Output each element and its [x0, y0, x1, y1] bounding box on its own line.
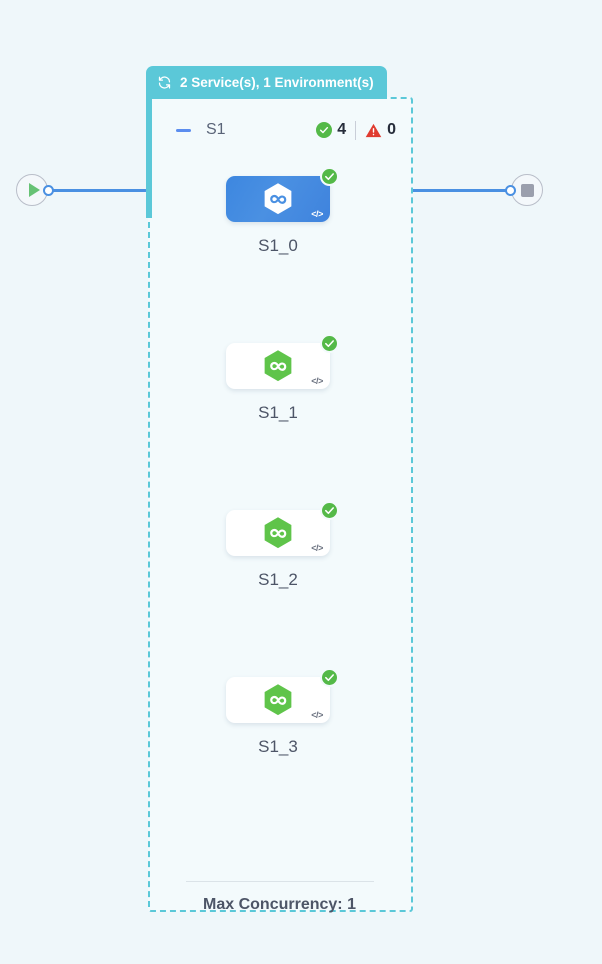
hexagon-infinity-icon	[261, 683, 295, 717]
start-node-output-port[interactable]	[43, 185, 54, 196]
edge-group-to-end[interactable]	[410, 189, 511, 192]
check-circle-icon	[320, 501, 339, 520]
error-counter: 0	[365, 121, 396, 139]
node-label: S1_3	[258, 737, 298, 756]
code-icon[interactable]: </>	[311, 710, 323, 720]
node-s1-2[interactable]: </> S1_2	[226, 501, 339, 590]
group-title-row: S1 4	[174, 116, 396, 144]
stop-icon	[520, 183, 534, 197]
node-s1-0[interactable]: </> S1_0	[226, 167, 339, 256]
check-circle-icon	[320, 668, 339, 687]
group-header[interactable]: 2 Service(s), 1 Environment(s)	[146, 66, 387, 99]
minus-icon[interactable]	[174, 121, 192, 139]
check-circle-icon	[320, 334, 339, 353]
group-header-label: 2 Service(s), 1 Environment(s)	[180, 75, 374, 90]
counter-divider	[355, 120, 357, 140]
group-boundary	[148, 97, 413, 912]
node-card[interactable]: </>	[226, 167, 339, 222]
edge-start-to-group[interactable]	[47, 189, 147, 192]
footer-divider	[186, 881, 374, 882]
code-icon[interactable]: </>	[311, 209, 323, 219]
end-node[interactable]	[511, 174, 543, 206]
start-node[interactable]	[16, 174, 48, 206]
group-title: S1	[206, 121, 226, 138]
error-count: 0	[387, 121, 396, 138]
success-counter: 4	[316, 121, 346, 139]
hexagon-infinity-icon	[261, 349, 295, 383]
group-counters: 4 0	[316, 120, 396, 140]
node-label: S1_2	[258, 570, 298, 589]
end-node-input-port[interactable]	[505, 185, 516, 196]
hexagon-infinity-icon	[261, 182, 295, 216]
max-concurrency-label: Max Concurrency: 1	[203, 896, 356, 913]
node-label: S1_0	[258, 236, 298, 255]
code-icon[interactable]: </>	[311, 376, 323, 386]
warning-triangle-icon	[365, 122, 382, 139]
group-left-spine	[146, 96, 152, 218]
node-card[interactable]: </>	[226, 334, 339, 389]
node-s1-1[interactable]: </> S1_1	[226, 334, 339, 423]
sync-icon	[157, 75, 172, 90]
check-circle-icon	[316, 122, 333, 138]
play-icon	[28, 183, 40, 197]
node-s1-3[interactable]: </> S1_3	[226, 668, 339, 757]
code-icon[interactable]: </>	[311, 543, 323, 553]
node-label: S1_1	[258, 403, 298, 422]
check-circle-icon	[320, 167, 339, 186]
node-card[interactable]: </>	[226, 501, 339, 556]
hexagon-infinity-icon	[261, 516, 295, 550]
success-count: 4	[337, 121, 347, 138]
node-card[interactable]: </>	[226, 668, 339, 723]
